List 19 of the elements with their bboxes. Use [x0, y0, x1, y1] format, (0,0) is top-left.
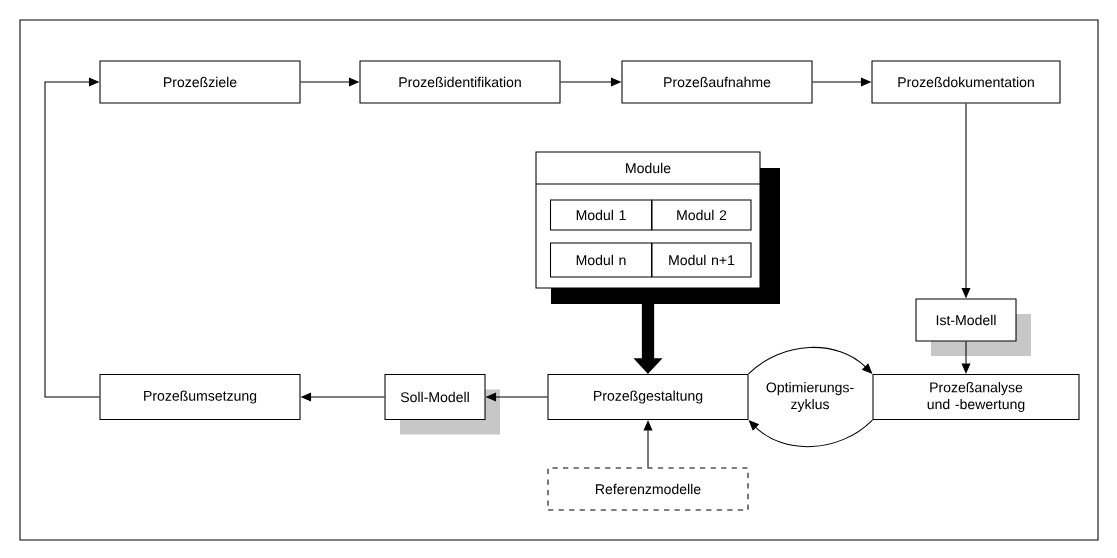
- arrow: [748, 346, 873, 375]
- process-box: Prozeßumsetzung: [99, 374, 301, 421]
- process-box: Prozeßidentifikation: [359, 60, 561, 104]
- module-cell: Modul 1: [550, 199, 653, 231]
- process-box: Prozeßgestaltung: [547, 374, 749, 421]
- model-box: Ist-Modell: [915, 298, 1031, 356]
- arrow: [643, 420, 653, 468]
- module-cell: Modul n+1: [651, 242, 752, 278]
- process-box: Prozeßziele: [99, 60, 301, 104]
- process-box: Prozeßaufnahme: [621, 60, 813, 104]
- process-box: Prozeßdokumentation: [871, 60, 1061, 104]
- module-cell: Modul n: [550, 242, 653, 278]
- module-cell: Modul 2: [651, 199, 752, 231]
- cycle-label: Optimierungs- zyklus: [766, 382, 854, 412]
- process-box: Prozeßanalyse und -bewertung: [872, 374, 1080, 421]
- reference-box: Referenzmodelle: [547, 467, 749, 511]
- arrow: [961, 341, 971, 374]
- arrow: [44, 77, 100, 398]
- model-box: Soll-Modell: [384, 374, 500, 435]
